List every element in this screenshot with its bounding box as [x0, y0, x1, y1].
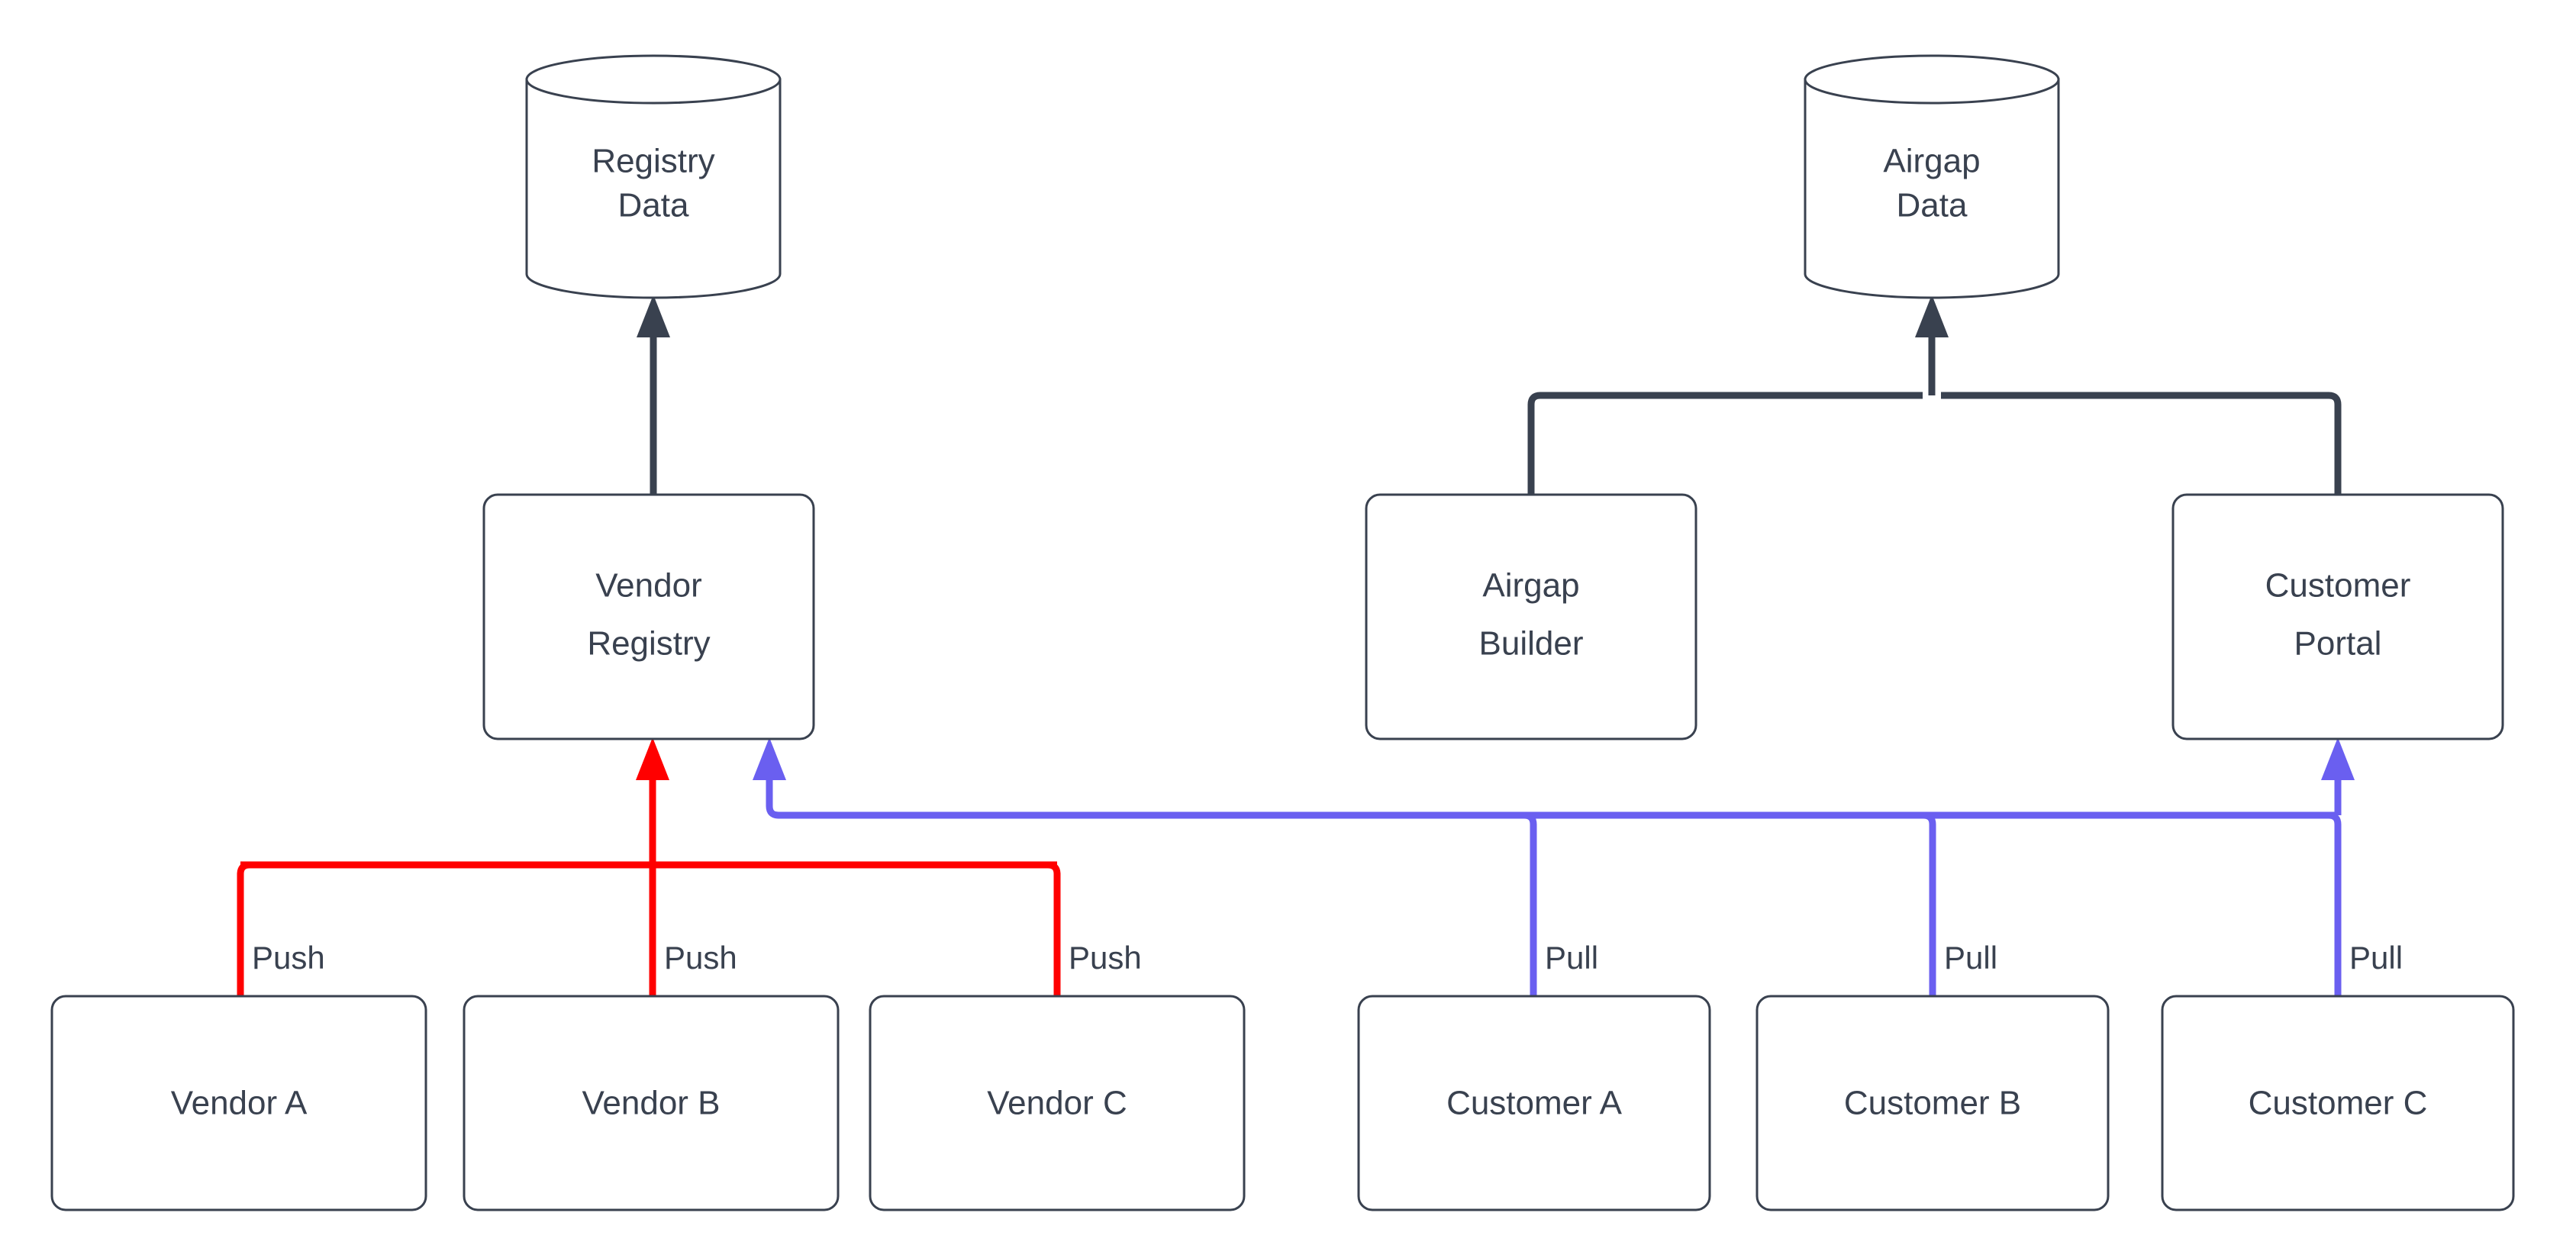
arrowhead-up-icon [636, 737, 669, 780]
edge-label-push-a: Push [252, 940, 325, 976]
cylinder-body-shape [1804, 78, 2060, 299]
customer-b-label: Customer B [1844, 1085, 2021, 1122]
edge-label-pull-a: Pull [1545, 940, 1598, 976]
edge-line-to-vendor-registry [766, 757, 779, 819]
node-airgap-data[interactable]: Airgap Data [1804, 54, 2060, 299]
edge-line-customer-b [1923, 811, 1936, 996]
customer-a-label: Customer A [1446, 1085, 1623, 1122]
edge-line-customer-c [2328, 811, 2342, 996]
registry-data-label-line2: Data [618, 187, 689, 224]
airgap-builder-label-line2: Builder [1479, 625, 1584, 663]
vendor-b-label: Vendor B [582, 1085, 720, 1122]
node-customer-portal[interactable]: Customer Portal [2171, 493, 2504, 740]
customer-c-label: Customer C [2249, 1085, 2428, 1122]
box-shape [463, 995, 840, 1211]
cylinder-body-shape [525, 78, 782, 299]
arrowhead-up-icon [2321, 737, 2355, 780]
edge-push-bus-red [237, 737, 1061, 996]
box-shape [1755, 995, 2110, 1211]
cylinder-top-ellipse [525, 54, 782, 105]
edge-line-customer-a [1523, 811, 1537, 996]
box-shape [50, 995, 427, 1211]
airgap-data-label-line1: Airgap [1883, 143, 1980, 180]
box-shape [869, 995, 1246, 1211]
node-registry-data[interactable]: Registry Data [525, 54, 782, 299]
customer-portal-label-line1: Customer [2265, 567, 2411, 605]
node-vendor-c[interactable]: Vendor C [869, 995, 1246, 1211]
node-airgap-builder[interactable]: Airgap Builder [1365, 493, 1697, 740]
edge-line-vendor-a [237, 861, 250, 996]
edge-label-push-b: Push [664, 940, 737, 976]
box-shape [482, 493, 815, 740]
vendor-a-label: Vendor A [171, 1085, 308, 1122]
arrowhead-up-icon [1915, 295, 1949, 337]
edge-line [1941, 392, 2342, 495]
edge-vendor-registry-to-registry-data [637, 295, 670, 495]
node-customer-c[interactable]: Customer C [2161, 995, 2515, 1211]
registry-data-label-line1: Registry [592, 143, 714, 180]
arrowhead-up-icon [753, 737, 786, 780]
node-vendor-a[interactable]: Vendor A [50, 995, 427, 1211]
edge-line-vendor-c [1047, 861, 1061, 996]
node-vendor-b[interactable]: Vendor B [463, 995, 840, 1211]
edge-label-push-c: Push [1069, 940, 1142, 976]
node-customer-a[interactable]: Customer A [1357, 995, 1711, 1211]
node-customer-b[interactable]: Customer B [1755, 995, 2110, 1211]
arrowhead-up-icon [637, 295, 670, 337]
edge-customer-portal-to-airgap-data [1941, 392, 2342, 495]
edge-pull-bus-blue [753, 737, 2355, 996]
box-shape [2171, 493, 2504, 740]
node-vendor-registry[interactable]: Vendor Registry [482, 493, 815, 740]
edge-label-pull-c: Pull [2349, 940, 2403, 976]
box-shape [2161, 995, 2515, 1211]
edge-label-pull-b: Pull [1944, 940, 1997, 976]
cylinder-top-ellipse [1804, 54, 2060, 105]
airgap-builder-label-line1: Airgap [1482, 567, 1579, 605]
vendor-c-label: Vendor C [987, 1085, 1127, 1122]
vendor-registry-label-line2: Registry [587, 625, 710, 663]
box-shape [1365, 493, 1697, 740]
edge-airgap-builder-to-airgap-data [1527, 392, 1923, 495]
edge-line [1527, 392, 1923, 495]
airgap-data-label-line2: Data [1897, 187, 1968, 224]
vendor-registry-label-line1: Vendor [595, 567, 701, 605]
edge-airgap-data-riser [1915, 295, 1949, 395]
customer-portal-label-line2: Portal [2294, 625, 2382, 663]
box-shape [1357, 995, 1711, 1211]
